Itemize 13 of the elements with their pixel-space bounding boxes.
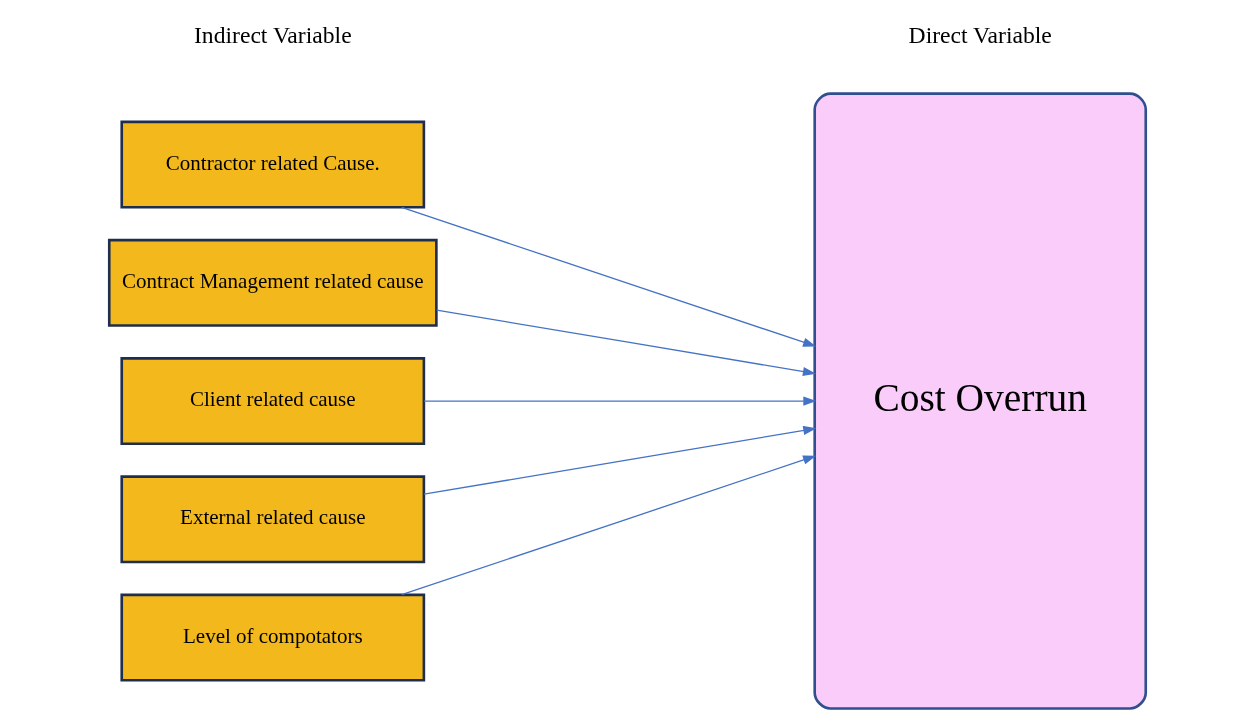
node-box: Contractor related Cause. xyxy=(119,120,425,209)
node-box: Client related cause xyxy=(119,357,425,446)
arrow xyxy=(400,455,816,596)
label: Direct Variable xyxy=(908,21,1052,48)
node-box: External related cause xyxy=(119,475,425,564)
node-box: Cost Overrun xyxy=(812,92,1147,710)
node-box: Contract Management related cause xyxy=(107,238,438,327)
arrow xyxy=(422,425,816,495)
node-box: Level of compotators xyxy=(119,593,425,682)
arrow xyxy=(422,396,816,406)
arrow xyxy=(435,309,816,377)
arrow xyxy=(400,206,816,347)
label: Indirect Variable xyxy=(193,21,352,48)
